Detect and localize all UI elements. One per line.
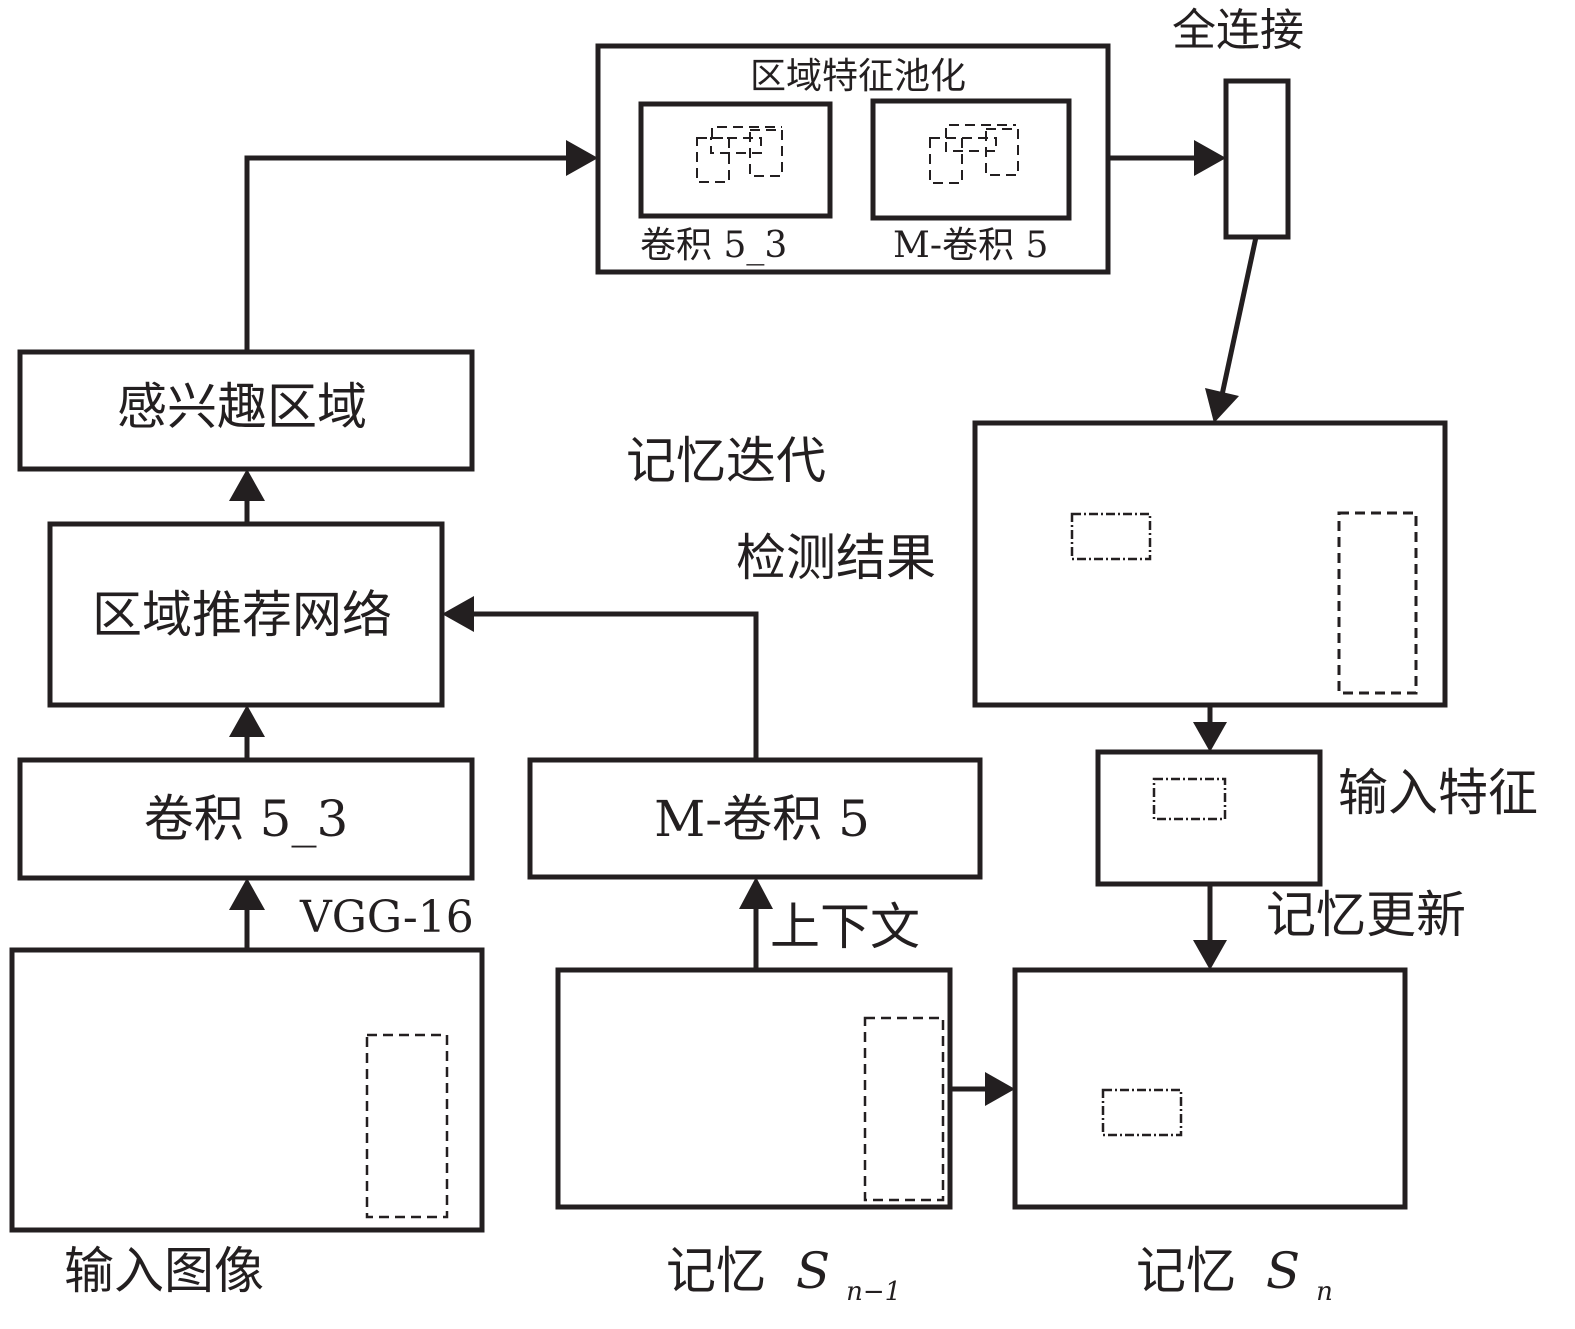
- roi-pooling-left-label: 卷积 5_3: [640, 225, 787, 266]
- input-image-label: 输入图像: [64, 1242, 264, 1300]
- memory-curr-dashdot-box: [1101, 1088, 1183, 1137]
- input-feature-dashdot-box: [1152, 777, 1227, 821]
- m-conv5-label: M-卷积 5: [654, 790, 870, 848]
- arrow-head-icon: [442, 596, 474, 632]
- arrow-head-icon: [1205, 388, 1239, 423]
- memory-prev-node: 记忆 S n−1: [555, 967, 953, 1307]
- roi-label: 感兴趣区域: [117, 378, 367, 436]
- input-feature-node: 输入特征: [1095, 749, 1538, 887]
- rpn-box: [47, 521, 445, 708]
- input-feature-label: 输入特征: [1338, 764, 1538, 822]
- detection-result-box: [972, 420, 1448, 708]
- roi-pooling-right-regions: [929, 124, 1019, 184]
- vgg16-label: VGG-16: [299, 892, 474, 943]
- memory-curr-node: 记忆 S n: [1012, 967, 1408, 1307]
- arrow-memory-to-mconv: [739, 877, 773, 970]
- arrow-head-icon: [1193, 940, 1227, 970]
- memory-prev-dashed-box: [863, 1016, 945, 1202]
- arrow-head-icon: [229, 705, 265, 737]
- arrow-conv-to-rpn: [229, 705, 265, 760]
- arrow-head-icon: [1193, 722, 1227, 752]
- detection-dashdot-box: [1070, 512, 1152, 561]
- arrow-feature-to-memory: [1193, 884, 1227, 970]
- roi-pooling-node: 区域特征池化 卷积 5_3 M-卷积 5: [595, 43, 1111, 275]
- memory-prev-box: [555, 967, 953, 1210]
- conv5-3-node: 卷积 5_3: [17, 757, 475, 881]
- roi-pooling-title: 区域特征池化: [750, 56, 966, 97]
- roi-pooling-right-label: M-卷积 5: [893, 225, 1048, 266]
- memory-update-label: 记忆更新: [1266, 886, 1466, 944]
- arrow-memory-prev-to-curr: [950, 1072, 1015, 1106]
- arrow-head-icon: [739, 877, 773, 909]
- rpn-label: 区域推荐网络: [92, 586, 392, 644]
- arrow-fc-to-detection: [1205, 236, 1259, 423]
- arrow-input-to-conv: [229, 878, 265, 950]
- roi-pooling-left-regions: [696, 126, 783, 183]
- input-feature-box: [1095, 749, 1323, 887]
- m-conv5-box: [527, 757, 983, 880]
- fc-node: 全连接: [1172, 5, 1304, 240]
- arrow-head-icon: [566, 140, 598, 176]
- arrow-head-icon: [985, 1072, 1015, 1106]
- roi-box: [17, 349, 475, 472]
- roi-node: 感兴趣区域: [17, 349, 475, 472]
- arrow-rpn-to-roi: [229, 469, 265, 524]
- detection-result-label: 检测结果: [736, 529, 936, 587]
- arrow-head-icon: [229, 878, 265, 910]
- memory-iteration-label: 记忆迭代: [626, 432, 826, 490]
- arrow-detection-to-feature: [1193, 705, 1227, 752]
- memory-curr-box: [1012, 967, 1408, 1210]
- input-image-box: [9, 947, 485, 1233]
- arrow-head-icon: [1194, 140, 1226, 176]
- conv5-3-label: 卷积 5_3: [144, 790, 349, 848]
- detection-dashed-box: [1337, 511, 1418, 695]
- memory-prev-label: 记忆 S n−1: [666, 1242, 901, 1307]
- context-label: 上下文: [770, 898, 920, 956]
- memory-curr-label: 记忆 S n: [1136, 1242, 1333, 1307]
- input-image-dashed-box: [365, 1033, 449, 1219]
- m-conv5-node: M-卷积 5: [527, 757, 983, 880]
- detection-result-node: [972, 420, 1448, 708]
- fc-box: [1223, 78, 1291, 240]
- fc-label: 全连接: [1172, 5, 1304, 56]
- roi-pooling-left-box: [638, 101, 833, 219]
- arrow-roi-to-pooling: [244, 140, 598, 352]
- input-image-node: 输入图像: [9, 947, 485, 1300]
- arrow-pooling-to-fc: [1108, 140, 1226, 176]
- rpn-node: 区域推荐网络: [47, 521, 445, 708]
- arrow-mconv-to-rpn: [442, 596, 759, 760]
- arrow-head-icon: [229, 469, 265, 501]
- roi-pooling-right-box: [870, 98, 1072, 221]
